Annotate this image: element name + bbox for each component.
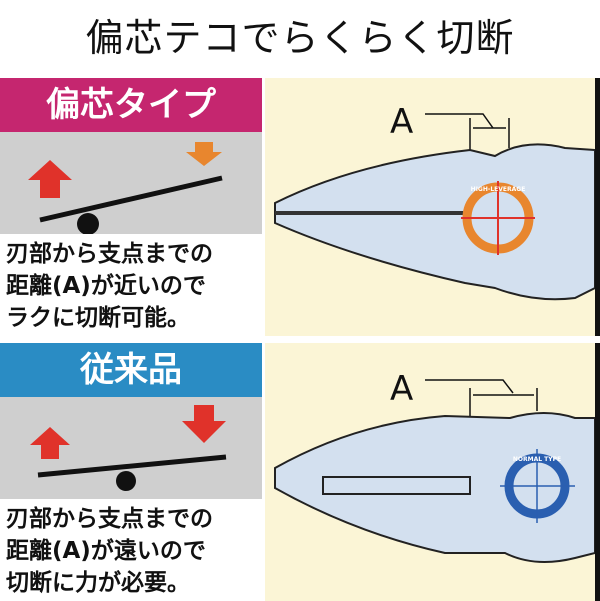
pliers-diagram: A NORMAL TYPE [265,343,600,601]
pliers-diagram: A HIGH-LEVERAGE [265,78,600,336]
up-arrow-icon [28,160,72,198]
badge-text: HIGH-LEVERAGE [471,186,526,193]
up-arrow-icon [30,427,70,459]
down-arrow-icon [186,142,222,166]
down-arrow-icon [182,405,226,443]
dimension-label: A [390,369,413,409]
conventional-type-section: 従来品 刃部から支点までの 距離(A)が遠いので 切断に力が必要。 A NORM… [0,343,600,601]
eccentric-type-section: 偏芯タイプ 刃部から支点までの 距離(A)が近いので ラクに切断可能。 A HI… [0,78,600,336]
fulcrum-dot [116,471,136,491]
lever-illustration [0,397,262,499]
lever-bar [37,454,227,478]
fulcrum-dot [77,213,99,234]
page-title: 偏芯テコでらくらく切断 [85,16,515,60]
section-heading: 偏芯タイプ [0,78,262,132]
badge-text: NORMAL TYPE [513,456,561,463]
lever-illustration [0,132,262,234]
section-heading: 従来品 [0,343,262,397]
lever-bar [39,175,223,223]
description: 刃部から支点までの 距離(A)が遠いので 切断に力が必要。 [6,506,213,596]
dimension-label: A [390,102,413,142]
description: 刃部から支点までの 距離(A)が近いので ラクに切断可能。 [6,241,213,331]
